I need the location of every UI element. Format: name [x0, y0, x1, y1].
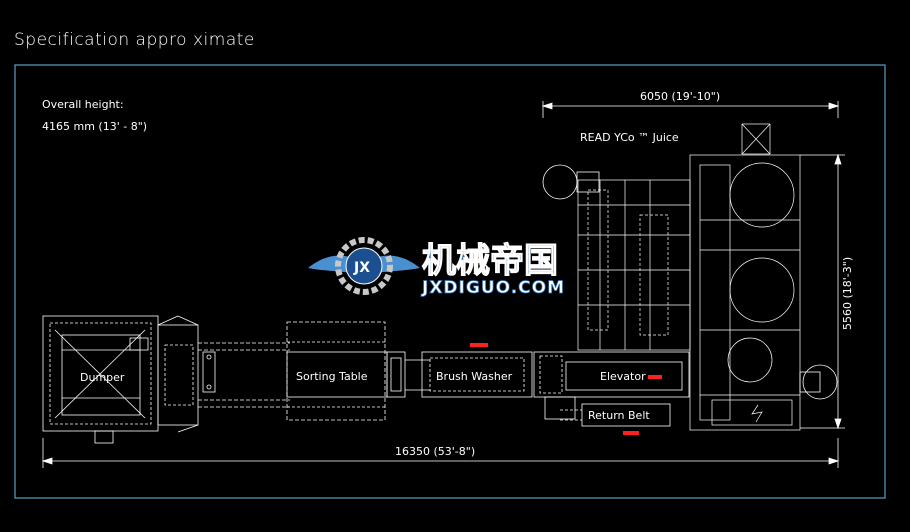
watermark-emblem-text: JX — [353, 260, 370, 276]
elevator-label: Elevator — [600, 370, 646, 383]
juice-machine-motor-right — [799, 364, 838, 400]
dumper-bracket — [202, 351, 216, 393]
sorting-table-label: Sorting Table — [296, 370, 368, 383]
length-dimension — [41, 438, 840, 468]
juice-machine-unit — [577, 123, 801, 431]
elevator-tag — [648, 375, 662, 379]
overall-height-label: Overall height: — [42, 98, 124, 111]
drawing-frame — [14, 64, 886, 499]
length-dimension-text: 16350 (53'-8") — [395, 445, 475, 458]
watermark: JX 机械帝国 JXDIGUO.COM — [308, 237, 565, 298]
return-belt-tag — [623, 431, 639, 435]
width-dimension — [541, 101, 840, 118]
brush-washer-tag — [470, 343, 488, 347]
brush-washer-label: Brush Washer — [436, 370, 513, 383]
width-dimension-text: 6050 (19'-10") — [640, 90, 720, 103]
watermark-en-text: JXDIGUO.COM — [421, 278, 565, 298]
height-dimension-text: 5560 (18'-3") — [841, 257, 854, 330]
height-dimension — [800, 153, 845, 430]
watermark-emblem: JX — [308, 237, 420, 295]
juice-machine-motor-left — [542, 164, 600, 200]
return-belt-label: Return Belt — [588, 409, 650, 422]
brush-washer-unit — [405, 351, 533, 398]
dumper-conveyor — [198, 342, 290, 408]
watermark-cn-text: 机械帝国 — [422, 241, 558, 281]
drawing-title: Specification appro ximate — [14, 30, 255, 50]
juice-machine-label: READ YCo ™ Juice — [580, 131, 679, 144]
return-belt-unit — [560, 403, 671, 427]
dumper-label: Dumper — [80, 371, 125, 384]
sorting-table-unit — [286, 321, 406, 421]
overall-height-value: 4165 mm (13' - 8") — [42, 120, 147, 133]
elevator-unit — [533, 351, 690, 420]
dumper-unit — [42, 315, 199, 444]
